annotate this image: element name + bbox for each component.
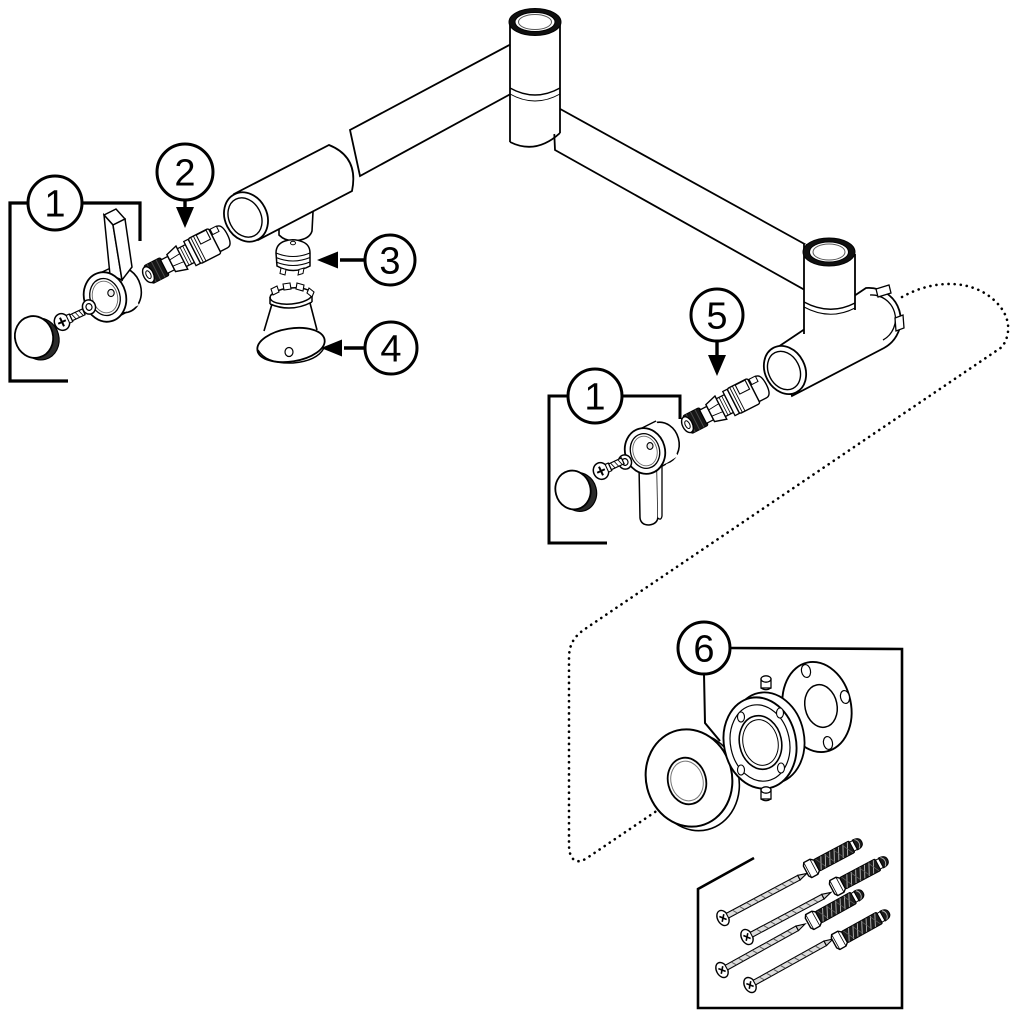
center-column bbox=[508, 8, 562, 148]
tee-mouth-inner bbox=[766, 350, 802, 391]
callouts: 1 2 3 4 5 1 6 bbox=[8, 142, 745, 742]
arrow-callout-5 bbox=[708, 341, 726, 376]
left-arm-tube bbox=[348, 40, 519, 178]
trim-ring bbox=[644, 728, 741, 832]
mounting-screw bbox=[713, 865, 812, 929]
mounting-hardware bbox=[712, 833, 894, 996]
bracket-callout-1-center-b bbox=[622, 394, 682, 419]
right-column bbox=[802, 237, 856, 334]
mounting-flange bbox=[722, 691, 806, 790]
callout-4-label: 4 bbox=[380, 329, 401, 371]
arrow-callout-2 bbox=[176, 200, 194, 228]
callout-6: 6 bbox=[676, 620, 732, 676]
bracket-callout-1-center bbox=[547, 394, 607, 545]
handle-assembly-center bbox=[554, 420, 681, 526]
callout-1-center-label: 1 bbox=[584, 377, 605, 419]
tee-body bbox=[776, 287, 902, 398]
handle-assembly-left bbox=[13, 208, 143, 361]
faucet-body bbox=[223, 8, 905, 398]
callout-3-label: 3 bbox=[379, 241, 400, 283]
cartridge-part-2 bbox=[136, 221, 235, 291]
handle-lever bbox=[638, 462, 663, 526]
sleeve-mouth-inner bbox=[227, 197, 263, 238]
wall-flange-assembly bbox=[644, 660, 853, 832]
callout-5: 5 bbox=[689, 287, 745, 343]
callout-3: 3 bbox=[363, 233, 417, 287]
flange-screw-top bbox=[760, 675, 772, 691]
hardware-box bbox=[696, 646, 904, 1010]
callout-6-label: 6 bbox=[693, 629, 714, 671]
handle-lever bbox=[102, 208, 133, 282]
callout-1-left: 1 bbox=[26, 174, 84, 232]
callout-1-left-label: 1 bbox=[44, 184, 65, 226]
index-cap bbox=[554, 469, 598, 512]
callout-5-label: 5 bbox=[706, 296, 727, 338]
leader-callout-6 bbox=[703, 673, 721, 742]
callout-2: 2 bbox=[155, 142, 215, 202]
tee-slot-top bbox=[875, 284, 892, 298]
cap-part-3 bbox=[275, 238, 311, 276]
valve-part-4 bbox=[256, 282, 326, 364]
mounting-screw bbox=[740, 931, 838, 996]
tee-slot-right bbox=[894, 314, 905, 332]
bracket-callout-1-left-b bbox=[82, 201, 142, 241]
dashed-wall-outline bbox=[567, 282, 1010, 863]
arrow-callout-4 bbox=[321, 339, 365, 357]
right-arm-tube bbox=[552, 103, 813, 296]
flange-screw-bottom bbox=[760, 786, 772, 802]
arrow-callout-3 bbox=[317, 251, 364, 269]
index-cap bbox=[13, 315, 60, 361]
callout-1-center: 1 bbox=[566, 367, 624, 425]
cartridge-part-5 bbox=[675, 371, 774, 441]
callout-2-label: 2 bbox=[174, 153, 195, 195]
bracket-callout-1-left bbox=[8, 201, 68, 383]
callout-4: 4 bbox=[363, 320, 419, 376]
